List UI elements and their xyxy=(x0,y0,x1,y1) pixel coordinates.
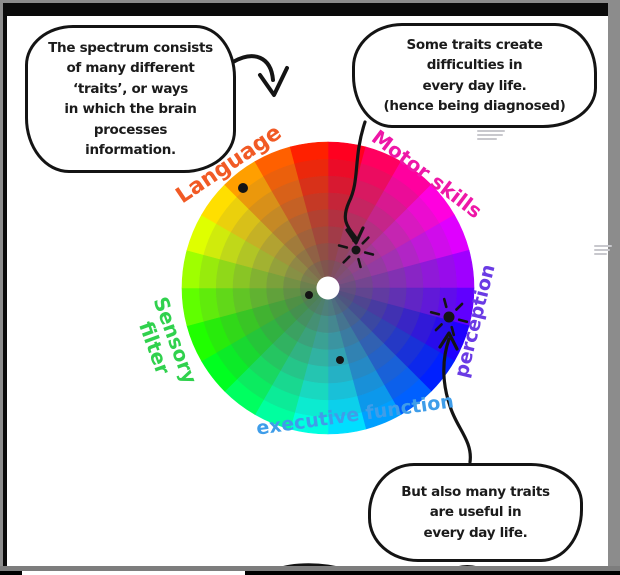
bubble-line: every day life. xyxy=(423,524,528,541)
watermark xyxy=(477,130,505,140)
speech-bubble-difficulties: Some traits create difficulties in every… xyxy=(352,23,597,128)
player-bottom-bar xyxy=(0,566,620,571)
bubble-line: of many different xyxy=(66,60,195,76)
video-progress-bar[interactable] xyxy=(0,571,620,575)
bubble-line: in which the brain xyxy=(64,101,197,117)
bubble-line: every day life. xyxy=(422,77,527,94)
bubble-line: are useful in xyxy=(429,504,522,521)
speech-bubble-spectrum-intro: The spectrum consists of many different … xyxy=(25,25,236,173)
bubble-line: Some traits create xyxy=(406,36,543,53)
bubble-line: ‘traits’, or ways xyxy=(73,80,188,97)
bubble-line: But also many traits xyxy=(401,483,550,500)
bubble-line: processes xyxy=(93,121,168,138)
bubble-line: (hence being diagnosed) xyxy=(383,98,566,114)
letterbox-left xyxy=(3,3,7,567)
bubble-line: difficulties in xyxy=(426,57,523,73)
watermark xyxy=(594,245,612,255)
bubble-line: The spectrum consists xyxy=(48,39,213,56)
video-progress-played[interactable] xyxy=(22,571,245,575)
letterbox-top xyxy=(3,3,608,16)
speech-bubble-useful-traits: But also many traits are useful in every… xyxy=(368,463,583,562)
bubble-line: information. xyxy=(85,142,176,158)
